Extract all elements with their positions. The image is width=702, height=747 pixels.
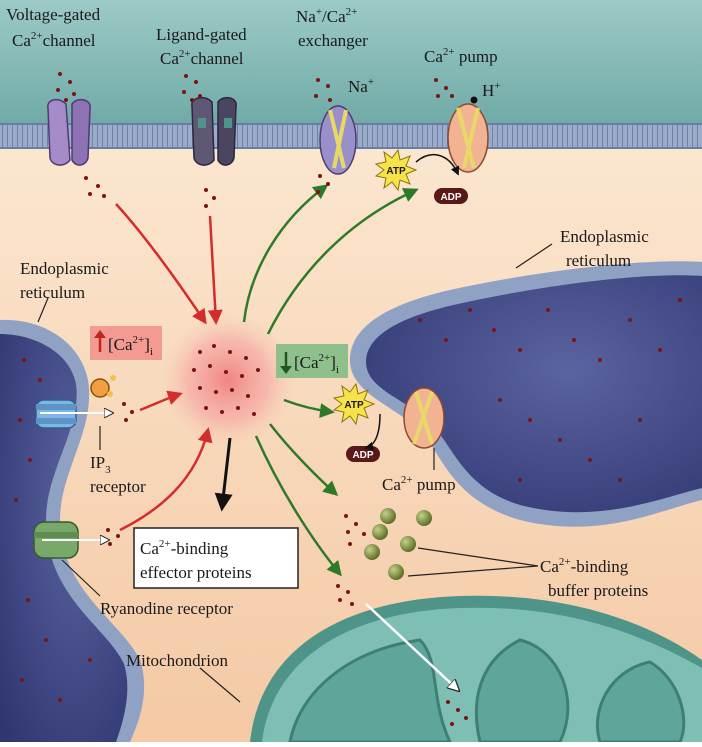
vg-label-ca: Ca <box>12 31 31 50</box>
leader-lines <box>37 243 553 703</box>
buffer-line2: buffer proteins <box>548 581 648 600</box>
atp-er-badge: ATP <box>332 382 376 426</box>
er-left-label-2: reticulum <box>20 283 85 302</box>
mito-uptake-arrow <box>365 603 458 690</box>
ca-up-sub: i <box>150 346 153 358</box>
buffer-protein-balls <box>364 508 432 580</box>
er-right-label-1: Endoplasmic <box>560 227 649 246</box>
atp-top-badge: ATP <box>374 148 418 192</box>
svg-text:Na+/Ca2+: Na+/Ca2+ <box>296 6 357 26</box>
ip3-label-b: receptor <box>90 477 146 496</box>
svg-text:H+: H+ <box>482 80 501 100</box>
svg-text:Ca2+channel: Ca2+channel <box>160 48 244 68</box>
ca-down-sup: 2+ <box>319 352 331 364</box>
effector-ca: Ca <box>140 539 159 558</box>
ca-down-text: [Ca <box>294 353 319 372</box>
adp-top-label: ADP <box>440 192 461 203</box>
lg-label-sup: 2+ <box>179 48 191 60</box>
ca-up-sup: 2+ <box>133 334 145 346</box>
ryanodine-receptor-protein <box>33 521 108 559</box>
svg-text:IP3: IP3 <box>90 453 111 476</box>
left-endoplasmic-reticulum <box>0 319 145 742</box>
ip3-label-sub: 3 <box>105 464 111 476</box>
pm-pump-ca: Ca <box>424 47 443 66</box>
lg-label-line1: Ligand-gated <box>156 25 247 44</box>
mito-label: Mitochondrion <box>126 651 228 670</box>
ip3-label-a: IP <box>90 453 105 472</box>
effector-line2: effector proteins <box>140 563 252 582</box>
mitochondrion <box>250 595 702 744</box>
vg-label-line1: Voltage-gated <box>6 5 101 24</box>
ca-up-text: [Ca <box>108 335 133 354</box>
ca-down-sub: i <box>336 364 339 376</box>
na-ion-sup: + <box>368 76 374 88</box>
right-endoplasmic-reticulum <box>350 261 702 527</box>
er-pump-ca: Ca <box>382 475 401 494</box>
nx-label-na: Na <box>296 7 316 26</box>
er-left-label-1: Endoplasmic <box>20 259 109 278</box>
er-pump-sup: 2+ <box>401 474 413 486</box>
calcium-ions <box>14 72 682 726</box>
vg-label-sup: 2+ <box>31 30 43 42</box>
adp-er-label: ADP <box>352 450 373 461</box>
lg-label-channel: channel <box>191 49 244 68</box>
effector-binding: -binding <box>171 539 229 558</box>
pm-pump-sup: 2+ <box>443 46 455 58</box>
na-ion-label: Na <box>348 77 368 96</box>
ca-up-close: ] <box>144 335 150 354</box>
nx-label-sup: 2+ <box>346 6 358 18</box>
buffer-binding: -binding <box>571 557 629 576</box>
nx-label-plus: + <box>316 6 322 18</box>
effector-arrow <box>214 437 233 512</box>
er-pump-word: pump <box>413 475 456 494</box>
svg-text:[Ca2+]i: [Ca2+]i <box>294 352 339 376</box>
svg-text:Ca2+ pump: Ca2+ pump <box>382 474 456 494</box>
nx-label-slash: /Ca <box>322 7 346 26</box>
ligand-gated-channel-protein <box>191 96 237 166</box>
er-right-label-2: reticulum <box>566 251 631 270</box>
ip3-receptor-protein <box>35 375 116 429</box>
buffer-sup: 2+ <box>559 556 571 568</box>
efflux-arrows <box>242 184 419 577</box>
svg-text:Ca2+ pump: Ca2+ pump <box>424 46 498 66</box>
svg-text:Ca2+channel: Ca2+channel <box>12 30 96 50</box>
svg-text:Ca2+-binding: Ca2+-binding <box>540 556 629 576</box>
svg-text:Ca2+-binding: Ca2+-binding <box>140 538 229 558</box>
adp-er-badge: ADP <box>346 446 380 462</box>
pm-pump-word: pump <box>455 47 498 66</box>
buffer-ca: Ca <box>540 557 559 576</box>
ryanodine-label: Ryanodine receptor <box>100 599 233 618</box>
effector-sup: 2+ <box>159 538 171 550</box>
atp-er-label: ATP <box>344 400 364 411</box>
h-ion-sup: + <box>494 80 500 92</box>
calcium-decrease-indicator: [Ca2+]i <box>276 344 348 378</box>
influx-arrows <box>115 203 223 532</box>
extracellular-space <box>0 0 702 128</box>
ca-down-close: ] <box>330 353 336 372</box>
svg-text:Na+: Na+ <box>348 76 374 96</box>
svg-text:[Ca2+]i: [Ca2+]i <box>108 334 153 358</box>
adp-top-badge: ADP <box>434 188 468 204</box>
nx-label-line2: exchanger <box>298 31 368 50</box>
plasma-membrane-pump-protein <box>447 96 489 173</box>
lg-label-ca: Ca <box>160 49 179 68</box>
er-pump-protein <box>403 387 445 449</box>
calcium-concentration-glow <box>160 312 296 448</box>
calcium-increase-indicator: [Ca2+]i <box>90 326 162 360</box>
voltage-gated-channel-protein <box>47 98 91 166</box>
exchanger-protein <box>319 105 357 175</box>
vg-label-channel: channel <box>43 31 96 50</box>
effector-proteins-box: Ca2+-binding effector proteins <box>133 527 299 589</box>
h-ion-label: H <box>482 81 494 100</box>
atp-top-label: ATP <box>386 166 406 177</box>
